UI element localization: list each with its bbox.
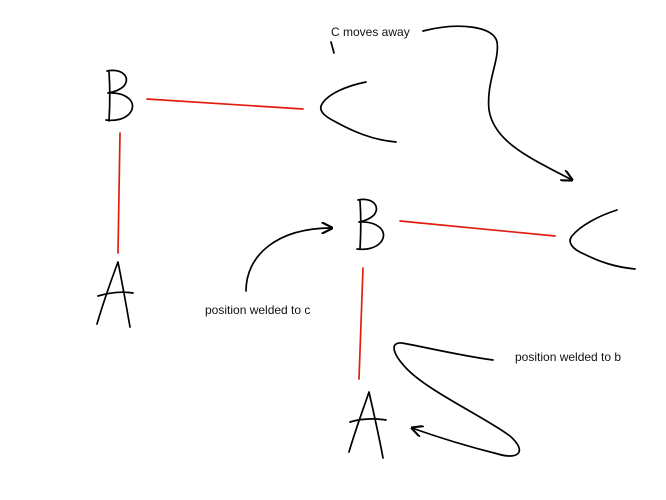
letter-a-left (96, 261, 134, 328)
left-configuration (96, 69, 397, 328)
letter-a-right (348, 391, 387, 459)
letter-c-right (569, 209, 636, 270)
link-b-a-right (358, 267, 364, 380)
annotation-position-welded-to-c: position welded to c (205, 303, 310, 317)
arrow-c-moves-away (422, 25, 572, 180)
letter-b-left (105, 69, 134, 122)
annotation-tick (330, 41, 335, 54)
letter-c-left (319, 81, 397, 143)
annotation-c-moves-away: C moves away (331, 25, 410, 39)
link-b-c-right (399, 220, 556, 237)
letter-b-right (356, 198, 385, 251)
arrow-welded-to-c (245, 228, 332, 292)
arrow-welded-to-b (393, 342, 521, 457)
link-b-a-left (117, 132, 121, 254)
right-configuration (348, 198, 636, 459)
link-b-c-left (146, 98, 304, 110)
annotation-position-welded-to-b: position welded to b (515, 350, 621, 364)
